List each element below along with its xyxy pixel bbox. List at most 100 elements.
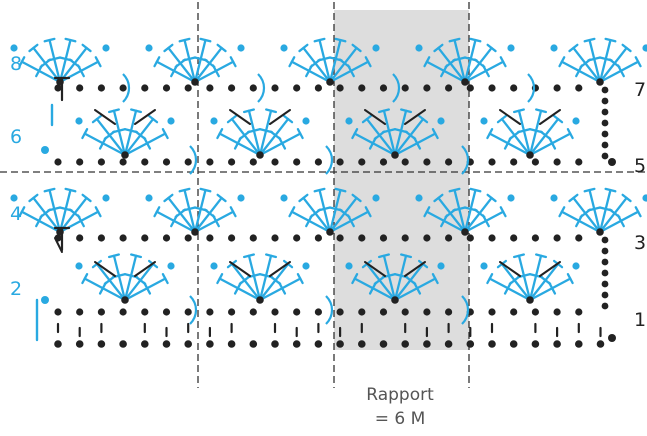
chain-dot — [358, 84, 366, 92]
fan-edge-chain — [480, 262, 488, 270]
slip-stitch-join — [461, 145, 470, 175]
chain-dot — [553, 158, 561, 166]
chain-dot — [293, 308, 301, 316]
chain-dot — [423, 84, 431, 92]
sc-connector — [94, 261, 116, 277]
edge-chain-dot — [601, 130, 609, 138]
fan-edge-chain — [642, 44, 647, 52]
chain-dot — [271, 308, 279, 316]
chain-dot — [358, 158, 366, 166]
chain-dot — [249, 158, 257, 166]
dc-stitch — [123, 273, 169, 302]
foundation-chain-dot — [401, 340, 410, 348]
foundation-chain-dot — [509, 340, 518, 348]
sc-connector — [499, 109, 521, 125]
chain-dot — [445, 308, 453, 316]
dc-stitch — [313, 187, 332, 234]
dc-stitch — [377, 108, 397, 157]
fan-base-chain — [596, 78, 604, 86]
foundation-chain-dot — [162, 340, 171, 348]
fan-edge-chain — [10, 44, 18, 52]
fan-base-chain — [191, 78, 199, 86]
chain-dot — [249, 308, 257, 316]
chain-dot — [553, 234, 561, 242]
chain-dot — [97, 158, 105, 166]
chain-dot — [575, 84, 583, 92]
edge-chain-dot — [601, 152, 609, 160]
fan-edge-chain — [167, 117, 175, 125]
fan-edge-chain — [280, 194, 288, 202]
fan-base-chain — [526, 296, 534, 304]
fan-edge-chain — [550, 44, 558, 52]
row-number-3: 3 — [634, 232, 646, 254]
edge-chain-dot — [601, 291, 609, 299]
chain-dot — [510, 308, 518, 316]
dc-stitch — [448, 187, 467, 234]
chain-dot — [379, 308, 388, 316]
fan-edge-chain — [372, 194, 380, 202]
foundation-chain-dot — [596, 340, 605, 348]
chain-dot — [162, 158, 171, 166]
edge-chain-dot — [601, 141, 609, 149]
fan-edge-chain — [302, 262, 310, 270]
fan-edge-chain — [415, 194, 423, 202]
chain-dot — [141, 308, 149, 316]
dc-stitch — [463, 56, 507, 84]
chain-dot — [336, 308, 344, 316]
chain-dot — [575, 234, 583, 242]
dc-stitch — [193, 56, 237, 84]
edge-chain-dot — [601, 236, 609, 244]
fan-base-chain — [121, 151, 129, 159]
chain-dot — [488, 158, 496, 166]
dc-stitch — [393, 273, 439, 302]
slip-stitch-join — [122, 73, 131, 103]
fan-edge-chain — [167, 262, 175, 270]
chain-dot — [206, 84, 214, 92]
dc-stitch — [528, 128, 574, 157]
edge-chain-dot — [601, 269, 609, 277]
edge-chain-dot — [601, 280, 609, 288]
chain-dot — [76, 308, 84, 316]
chain-dot — [488, 234, 496, 242]
chain-dot — [488, 308, 496, 316]
chain-dot — [249, 84, 257, 92]
fan-edge-chain — [280, 44, 288, 52]
fan-edge-chain — [572, 262, 580, 270]
foundation-chain-dot — [379, 340, 388, 348]
row-number-1: 1 — [634, 309, 646, 331]
edge-chain-dot — [608, 158, 616, 166]
chain-dot — [184, 158, 192, 166]
fan-edge-chain — [237, 44, 245, 52]
fan-edge-chain — [75, 117, 83, 125]
chain-dot — [119, 234, 127, 242]
foundation-chain-dot — [292, 340, 301, 348]
dc-stitch — [512, 108, 532, 157]
turning-chain — [41, 146, 49, 154]
fan-base-chain — [326, 78, 334, 86]
chain-dot — [445, 234, 453, 242]
fan-edge-chain — [102, 44, 110, 52]
fan-edge-chain — [507, 194, 515, 202]
chain-dot — [76, 84, 84, 92]
dc-stitch — [258, 128, 304, 157]
row-number-8: 8 — [10, 53, 22, 75]
dc-stitch — [258, 273, 304, 302]
fan-edge-chain — [480, 117, 488, 125]
edge-chain-dot — [601, 86, 609, 94]
dc-stitch — [598, 56, 642, 84]
foundation-chain-dot — [227, 340, 236, 348]
chain-dot — [379, 158, 388, 166]
dc-stitch — [393, 128, 439, 157]
chain-dot — [162, 308, 171, 316]
chain-dot — [575, 158, 583, 166]
chain-dot — [184, 308, 192, 316]
row-number-5: 5 — [634, 155, 646, 177]
sc-connector — [229, 109, 251, 125]
row-number-7: 7 — [634, 79, 646, 101]
foundation-chain-dot — [141, 340, 149, 348]
fan-base-chain — [326, 228, 334, 236]
chain-dot — [314, 308, 322, 316]
foundation-chain-dot — [314, 340, 323, 348]
slip-stitch-join — [392, 73, 401, 103]
